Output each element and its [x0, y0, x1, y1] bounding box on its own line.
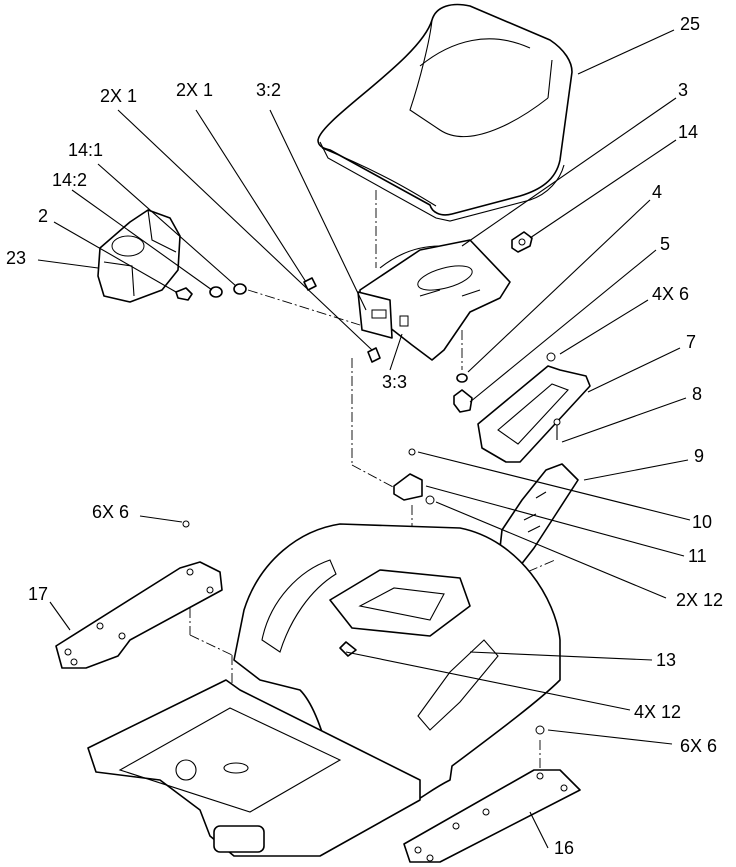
callout-2x1-a: 2X 1 [100, 86, 137, 106]
callout-17: 17 [28, 584, 48, 604]
callout-14: 14 [678, 122, 698, 142]
seat-part-25 [317, 3, 573, 222]
footrest-plate-part-17 [55, 520, 223, 669]
adjuster-part-9 [499, 463, 579, 567]
callout-6x6-right: 6X 6 [680, 736, 717, 756]
plate-part-7 [477, 352, 591, 463]
seat-bracket-part-3 [357, 239, 511, 361]
callout-13: 13 [656, 650, 676, 670]
callout-labels: 25 3 14 4 5 4X 6 7 8 9 10 11 2X 12 13 4X… [6, 14, 723, 858]
callout-8: 8 [692, 384, 702, 404]
callout-9: 9 [694, 446, 704, 466]
callout-2: 2 [38, 206, 48, 226]
washer-part-4 [456, 373, 468, 383]
callout-4x12: 4X 12 [634, 702, 681, 722]
callout-5: 5 [660, 234, 670, 254]
cup-holder-part-23 [97, 209, 181, 303]
callout-23: 23 [6, 248, 26, 268]
callout-14-2: 14:2 [52, 170, 87, 190]
callout-11: 11 [688, 546, 707, 566]
callout-3-3: 3:3 [382, 372, 407, 392]
callout-14-1: 14:1 [68, 140, 103, 160]
callout-10: 10 [692, 512, 712, 532]
callout-4: 4 [652, 182, 662, 202]
screw-part-8 [553, 418, 561, 440]
callout-3-2: 3:2 [256, 80, 281, 100]
callout-6x6-left: 6X 6 [92, 502, 129, 522]
callout-2x12: 2X 12 [676, 590, 723, 610]
callout-2x1-b: 2X 1 [176, 80, 213, 100]
leader-lines [37, 29, 691, 849]
callout-4x6: 4X 6 [652, 284, 689, 304]
bracket-part-10-11 [393, 448, 435, 505]
hardware-part-2-14 [175, 277, 381, 363]
callout-7: 7 [686, 332, 696, 352]
footrest-plate-part-16 [403, 725, 581, 863]
callout-3: 3 [678, 80, 688, 100]
clip-part-5 [453, 389, 473, 413]
callout-16: 16 [554, 838, 574, 858]
knob-part-14 [511, 231, 533, 253]
callout-25: 25 [680, 14, 700, 34]
